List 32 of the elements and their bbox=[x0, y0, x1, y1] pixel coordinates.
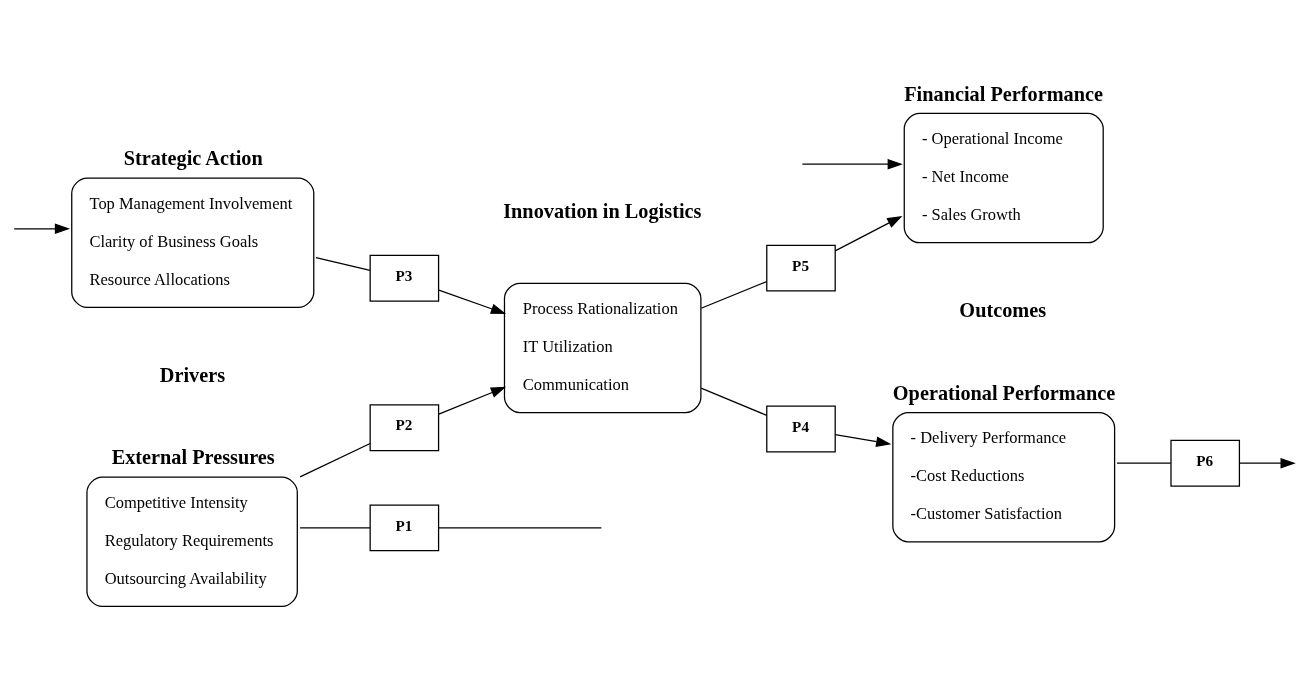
connector bbox=[1116, 462, 1172, 464]
arrow bbox=[801, 158, 903, 169]
arrow bbox=[1238, 457, 1296, 469]
connector bbox=[438, 526, 602, 528]
node-box: Top Management Involvement Clarity of Business Goals Resource Allocations bbox=[71, 176, 315, 308]
arrow bbox=[438, 386, 507, 415]
node-box: Competitive Intensity Regulatory Requirements Outsourcing Availability bbox=[86, 476, 298, 607]
node-box: P2 bbox=[369, 403, 440, 451]
arrow bbox=[834, 433, 892, 447]
node-label: Operational Performance bbox=[892, 381, 1116, 404]
connector bbox=[700, 387, 768, 416]
node-box: - Delivery Performance -Cost Reductions -Customer Satisfaction bbox=[892, 411, 1116, 542]
node-label: Financial Performance bbox=[904, 82, 1103, 105]
node-label: External Pressures bbox=[111, 445, 275, 468]
node-box: P1 bbox=[369, 503, 440, 551]
node-label: Strategic Action bbox=[123, 146, 263, 169]
node-box: P6 bbox=[1170, 439, 1241, 487]
node-box: - Operational Income - Net Income - Sales Growth bbox=[903, 112, 1104, 243]
arrow bbox=[834, 215, 903, 252]
connector bbox=[299, 526, 371, 528]
arrow bbox=[13, 222, 71, 234]
connector bbox=[700, 280, 768, 309]
node-box: P4 bbox=[766, 405, 836, 452]
label: Outcomes bbox=[959, 298, 1047, 321]
connector bbox=[299, 442, 371, 478]
label: Drivers bbox=[159, 363, 226, 386]
connector bbox=[315, 256, 371, 271]
node-box: P5 bbox=[766, 244, 836, 291]
node-box: Process Rationalization IT Utilization Communication bbox=[503, 282, 702, 413]
arrow bbox=[438, 288, 507, 314]
label: Innovation in Logistics bbox=[503, 199, 702, 222]
node-box: P3 bbox=[369, 254, 440, 302]
